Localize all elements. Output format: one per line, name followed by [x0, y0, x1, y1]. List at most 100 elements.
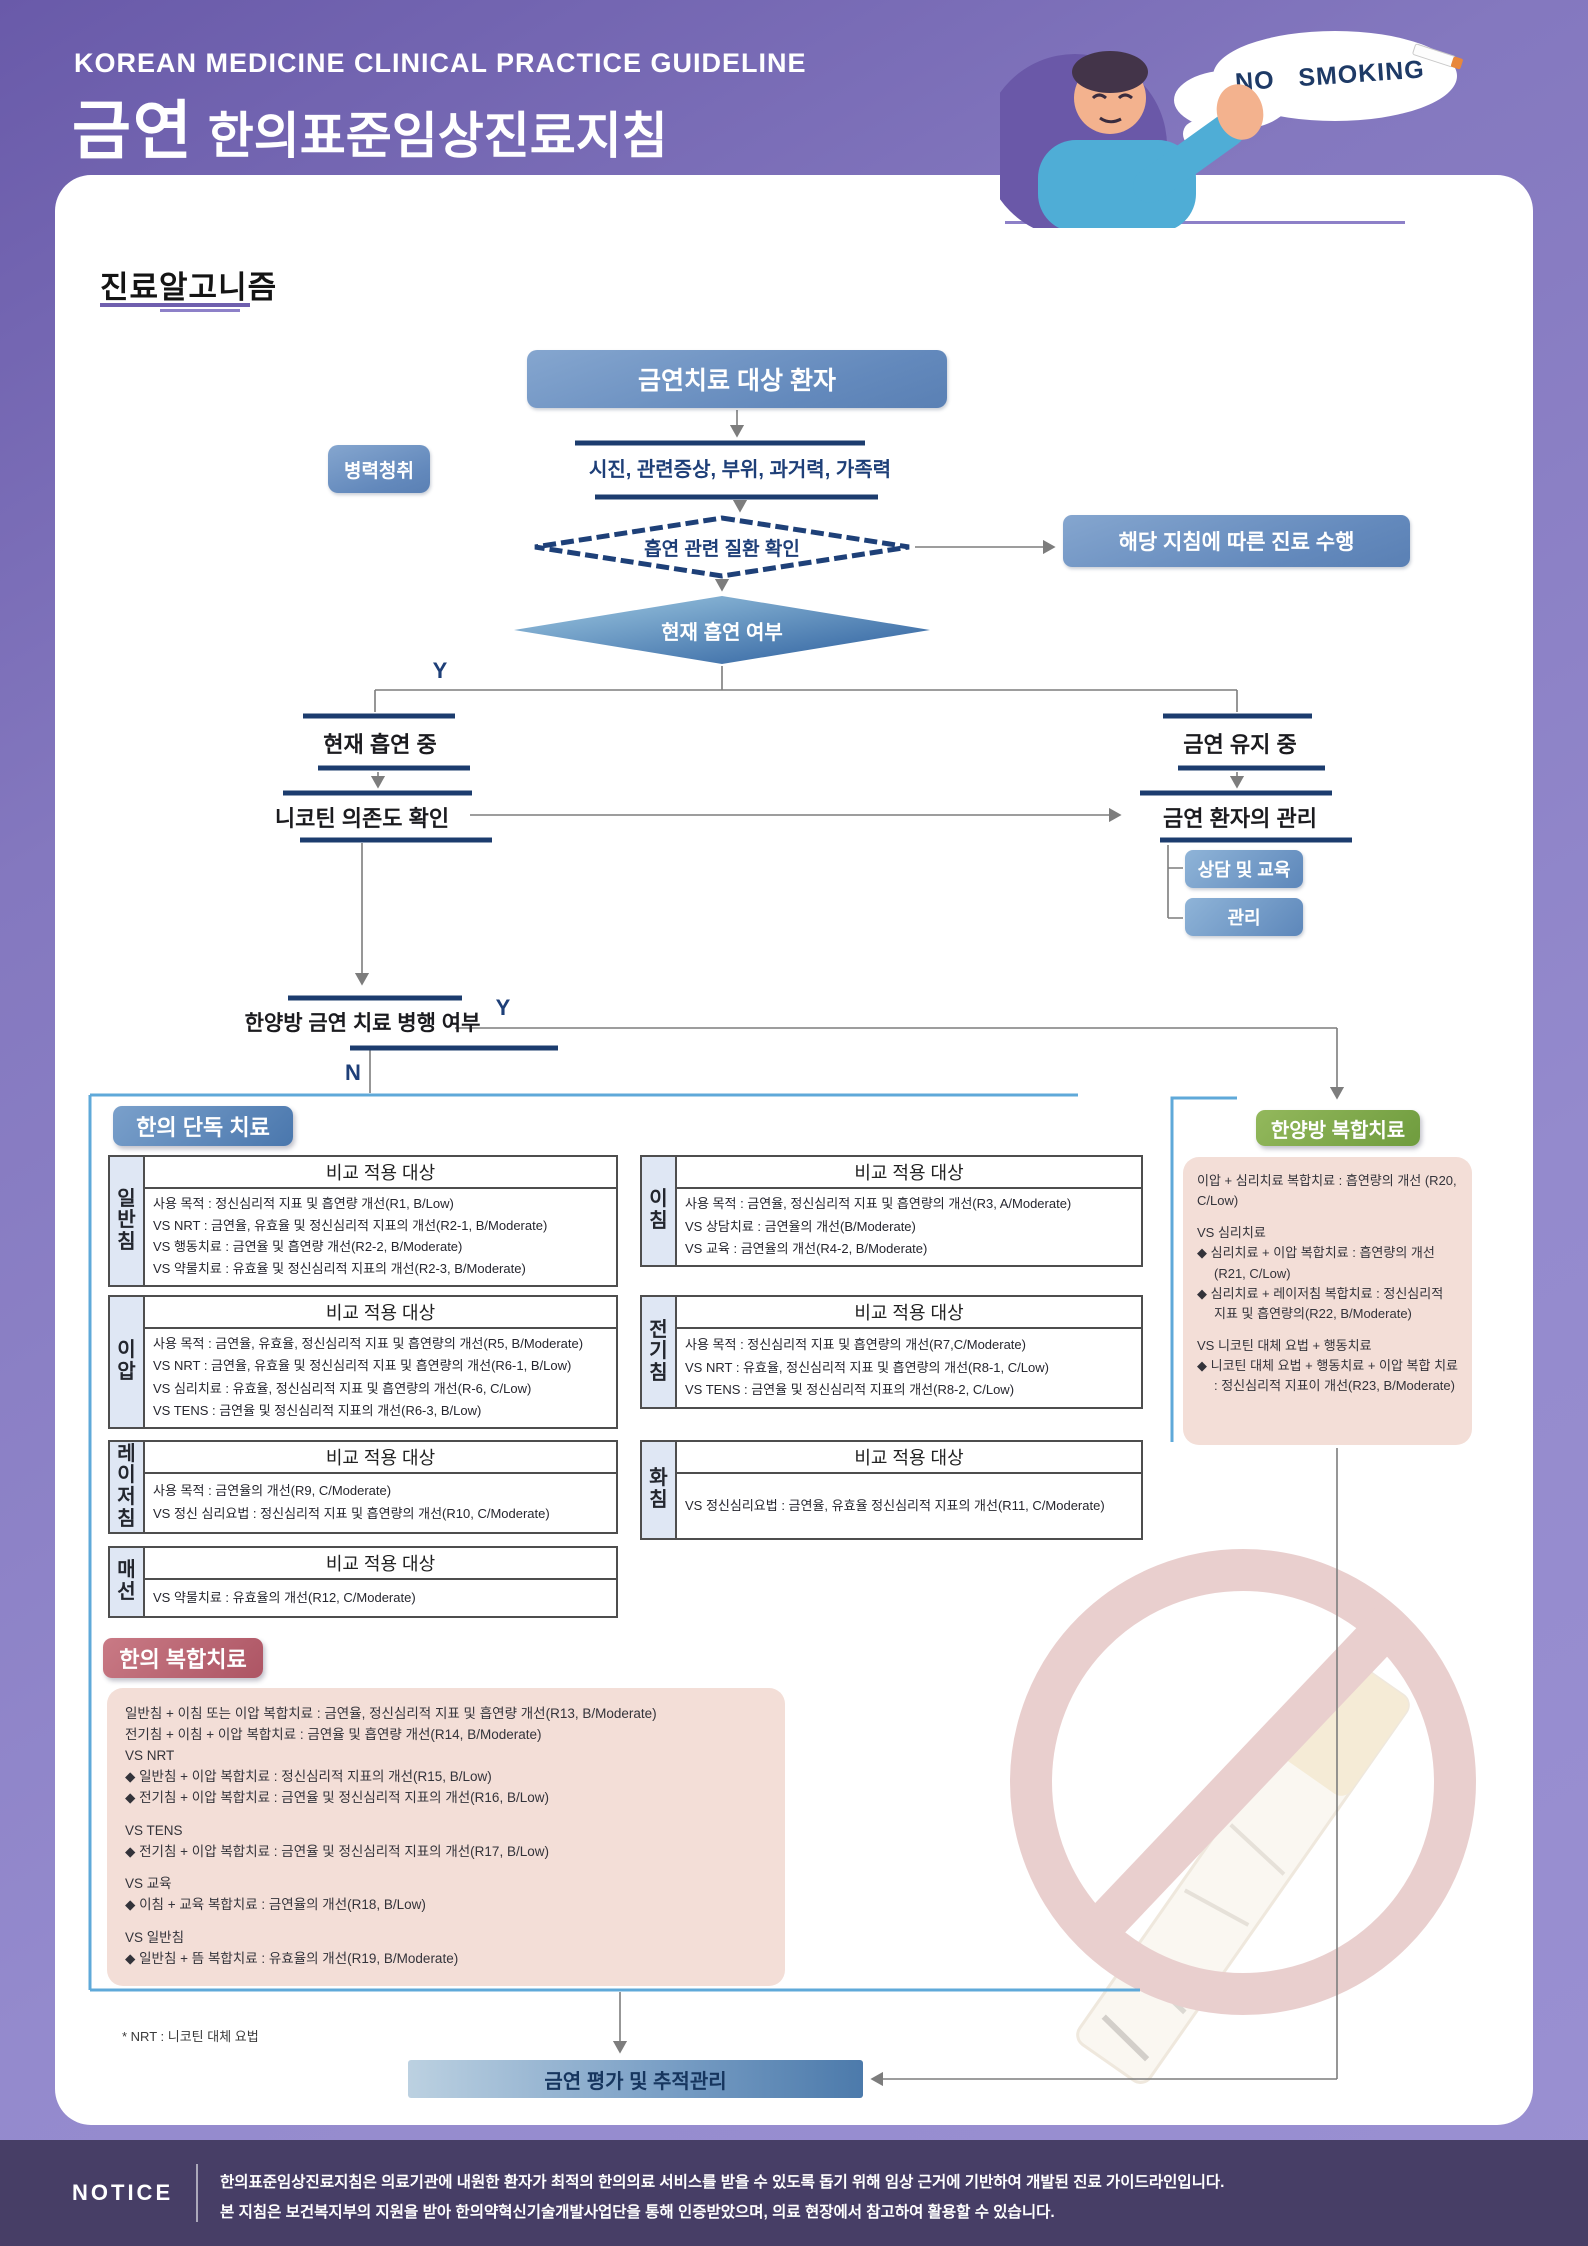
treatment-line — [125, 1809, 767, 1821]
table-row: VS 정신심리요법 : 금연율, 유효율 정신심리적 지표의 개선(R11, C… — [685, 1497, 1105, 1513]
table-side-label: 일반침 — [117, 1187, 136, 1253]
notice-label: NOTICE — [72, 2180, 174, 2205]
table-side-label: 화침 — [649, 1467, 668, 1511]
decision-disease-diamond: 흡연 관련 질환 확인 — [532, 515, 912, 579]
table-hwachim: 화침 비교 적용 대상 VS 정신심리요법 : 금연율, 유효율 정신심리적 지… — [640, 1440, 1143, 1540]
branch-no-label: N — [345, 1060, 361, 1085]
patient-management-label: 금연 환자의 관리 — [1163, 806, 1317, 831]
table-side-label: 레이저침 — [117, 1442, 136, 1530]
branch-yes-label-2: Y — [495, 995, 511, 1020]
treatment-line — [125, 1862, 767, 1874]
counseling-education-label: 상담 및 교육 — [1197, 860, 1291, 880]
table-ichim: 이침 비교 적용 대상 사용 목적 : 금연율, 정신심리적 지표 및 흡연량의… — [640, 1155, 1143, 1267]
table-row: 사용 목적 : 금연율의 개선(R9, C/Moderate) — [153, 1482, 392, 1498]
combined-western-title: 한양방 복합치료 — [1270, 1119, 1406, 1142]
assessment-text: 시진, 관련증상, 부위, 과거력, 가족력 — [588, 458, 892, 481]
section-heading-algorithm: 진료알고니즘 — [100, 270, 278, 305]
treatment-line — [125, 1916, 767, 1928]
nicotine-dependence-label: 니코틴 의존도 확인 — [274, 806, 450, 831]
section-pill-combined-km: 한의 복합치료 — [103, 1638, 263, 1678]
treatment-line: VS TENS — [125, 1822, 183, 1838]
treatment-line: ◆ 일반침 + 이압 복합치료 : 정신심리적 지표의 개선(R15, B/Lo… — [125, 1768, 492, 1784]
header-divider-line — [1005, 221, 1405, 224]
flow-start-label: 금연치료 대상 환자 — [638, 367, 836, 395]
decision-disease-label: 흡연 관련 질환 확인 — [644, 538, 800, 560]
table-jeongichim: 전기침 비교 적용 대상 사용 목적 : 정신심리적 지표 및 흡연량의 개선(… — [640, 1295, 1143, 1409]
treatment-line: ◆ 심리치료 + 레이저침 복합치료 : 정신심리적 지표 및 흡연량의(R22… — [1197, 1285, 1444, 1321]
maintaining-cessation-label: 금연 유지 중 — [1183, 732, 1297, 757]
treatment-line: VS 니코틴 대체 요법 + 행동치료 — [1197, 1337, 1372, 1353]
branch-yes-label: Y — [432, 658, 448, 683]
hand-icon — [1216, 84, 1264, 140]
table-row: VS 행동치료 : 금연율 및 흡연량 개선(R2-2, B/Moderate) — [153, 1239, 463, 1255]
cigarette-icon — [1412, 43, 1463, 70]
hair — [1072, 51, 1148, 93]
table-header: 비교 적용 대상 — [677, 1157, 1141, 1189]
table-row: 사용 목적 : 정신심리적 지표 및 흡연량 개선(R1, B/Low) — [153, 1195, 454, 1211]
treatment-line: ◆ 전기침 + 이압 복합치료 : 금연율 및 정신심리적 지표의 개선(R16… — [125, 1789, 549, 1805]
currently-smoking-label: 현재 흡연 중 — [323, 732, 437, 757]
table-header: 비교 적용 대상 — [145, 1157, 616, 1189]
table-side-label: 전기침 — [649, 1318, 668, 1384]
header-eyebrow: KOREAN MEDICINE CLINICAL PRACTICE GUIDEL… — [74, 48, 807, 78]
table-row: VS 상담치료 : 금연율의 개선(B/Moderate) — [685, 1218, 916, 1234]
section-pill-single-treatment: 한의 단독 치료 — [113, 1106, 293, 1146]
treatment-line: ◆ 니코틴 대체 요법 + 행동치료 + 이압 복합 치료 : 정신심리적 지표… — [1197, 1358, 1459, 1394]
decision-smoking-diamond: 현재 흡연 여부 — [512, 594, 932, 666]
followup-bar: 금연 평가 및 추적관리 — [408, 2060, 863, 2098]
combined-western-panel: 이압 + 심리치료 복합치료 : 흡연량의 개선 (R20, C/Low) VS … — [1183, 1157, 1472, 1445]
decision-smoking-label: 현재 흡연 여부 — [661, 621, 783, 644]
footer-notice-bar: NOTICE 한의표준임상진료지침은 의료기관에 내원한 환자가 최적의 한의의… — [0, 2140, 1588, 2246]
footer-line2: 본 지침은 보건복지부의 지원을 받아 한의약혁신기술개발사업단을 통해 인증받… — [220, 2204, 1055, 2221]
table-header: 비교 적용 대상 — [145, 1548, 616, 1580]
treatment-line: ◆ 심리치료 + 이압 복합치료 : 흡연량의 개선 (R21, C/Low) — [1197, 1245, 1435, 1281]
table-row: VS 교육 : 금연율의 개선(R4-2, B/Moderate) — [685, 1240, 928, 1256]
footer-line1: 한의표준임상진료지침은 의료기관에 내원한 환자가 최적의 한의의료 서비스를 … — [220, 2174, 1225, 2191]
table-ilbanchim: 일반침 비교 적용 대상 사용 목적 : 정신심리적 지표 및 흡연량 개선(R… — [108, 1155, 618, 1287]
heading-underline-accent — [160, 309, 240, 312]
treatment-line: 이압 + 심리치료 복합치료 : 흡연량의 개선 (R20, C/Low) — [1197, 1173, 1457, 1209]
treatment-line: 전기침 + 이침 + 이압 복합치료 : 금연율 및 흡연량 개선(R14, B… — [125, 1726, 542, 1742]
management-box: 관리 — [1185, 898, 1303, 936]
section-pill-combined-western: 한양방 복합치료 — [1256, 1110, 1420, 1146]
table-row: VS NRT : 유효율, 정신심리적 지표 및 흡연량의 개선(R8-1, C… — [685, 1359, 1049, 1375]
table-header: 비교 적용 대상 — [677, 1442, 1141, 1474]
table-row: 사용 목적 : 금연율, 유효율, 정신심리적 지표 및 흡연량의 개선(R5,… — [153, 1336, 584, 1352]
table-maeseon: 매선 비교 적용 대상 VS 약물치료 : 유효율의 개선(R12, C/Mod… — [108, 1546, 618, 1618]
treatment-line: 일반침 + 이침 또는 이압 복합치료 : 금연율, 정신심리적 지표 및 흡연… — [125, 1706, 657, 1721]
history-taking-box: 병력청취 — [328, 445, 430, 493]
follow-guideline-box: 해당 지침에 따른 진료 수행 — [1063, 515, 1410, 567]
follow-guideline-label: 해당 지침에 따른 진료 수행 — [1118, 531, 1355, 554]
table-row: 사용 목적 : 정신심리적 지표 및 흡연량의 개선(R7,C/Moderate… — [685, 1336, 1026, 1352]
table-side-label: 매선 — [117, 1559, 136, 1603]
table-row: VS 약물치료 : 유효율 및 정신심리적 지표의 개선(R2-3, B/Mod… — [153, 1261, 526, 1277]
table-row: VS 심리치료 : 유효율, 정신심리적 지표 및 흡연량의 개선(R-6, C… — [153, 1380, 532, 1396]
table-row: VS NRT : 금연율, 유효율 및 정신심리적 지표 및 흡연량의 개선(R… — [153, 1358, 572, 1374]
table-side-label: 이침 — [649, 1188, 668, 1232]
combined-question-label: 한양방 금연 치료 병행 여부 — [244, 1012, 481, 1035]
table-row: VS TENS : 금연율 및 정신심리적 지표의 개선(R8-2, C/Low… — [685, 1382, 1015, 1398]
combined-km-panel: 일반침 + 이침 또는 이압 복합치료 : 금연율, 정신심리적 지표 및 흡연… — [107, 1688, 785, 1987]
single-treatment-title: 한의 단독 치료 — [136, 1115, 270, 1140]
treatment-line: VS 심리치료 — [1197, 1225, 1266, 1241]
treatment-line: ◆ 일반침 + 뜸 복합치료 : 유효율의 개선(R19, B/Moderate… — [125, 1951, 459, 1967]
treatment-line: VS NRT — [125, 1747, 175, 1763]
treatment-line: VS 교육 — [125, 1876, 172, 1892]
table-header: 비교 적용 대상 — [145, 1297, 616, 1329]
arm — [1133, 113, 1245, 203]
history-taking-label: 병력청취 — [344, 460, 414, 482]
nrt-footnote: * NRT : 니코틴 대체 요법 — [122, 2029, 259, 2044]
table-header: 비교 적용 대상 — [677, 1297, 1141, 1329]
treatment-line: ◆ 전기침 + 이압 복합치료 : 금연율 및 정신심리적 지표의 개선(R17… — [125, 1843, 549, 1859]
table-row: VS NRT : 금연율, 유효율 및 정신심리적 지표의 개선(R2-1, B… — [153, 1217, 548, 1233]
flow-start-box: 금연치료 대상 환자 — [527, 350, 947, 408]
table-row: VS 약물치료 : 유효율의 개선(R12, C/Moderate) — [153, 1589, 416, 1605]
table-side-label: 이압 — [117, 1339, 136, 1383]
treatment-line: VS 일반침 — [125, 1930, 185, 1946]
table-row: VS TENS : 금연율 및 정신심리적 지표의 개선(R6-3, B/Low… — [153, 1402, 482, 1418]
counseling-education-box: 상담 및 교육 — [1185, 850, 1303, 888]
title-highlight: 금연 — [72, 95, 194, 167]
table-row: VS 정신 심리요법 : 정신심리적 지표 및 흡연량의 개선(R10, C/M… — [153, 1506, 550, 1522]
